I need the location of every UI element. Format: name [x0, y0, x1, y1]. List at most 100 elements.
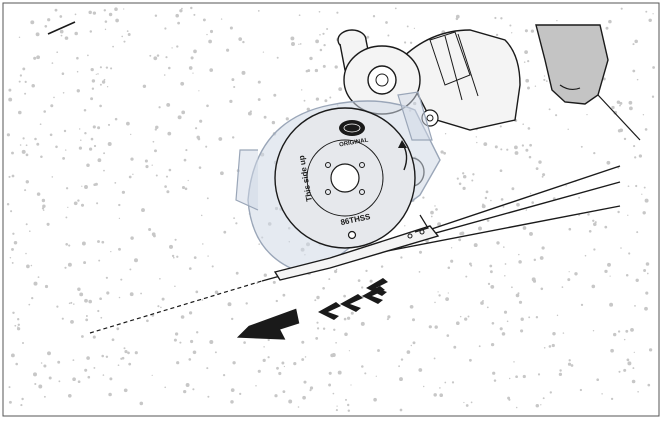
speckle-dot	[173, 338, 177, 342]
speckle-dot	[188, 267, 192, 270]
speckle-dot	[21, 341, 25, 345]
speckle-dot	[298, 43, 300, 45]
speckle-dot	[103, 9, 107, 12]
speckle-dot	[535, 403, 540, 408]
speckle-dot	[220, 18, 223, 20]
speckle-dot	[18, 80, 21, 83]
speckle-dot	[70, 320, 74, 324]
speckle-dot	[247, 111, 252, 116]
speckle-dot	[532, 279, 537, 283]
speckle-dot	[68, 244, 71, 247]
speckle-dot	[412, 318, 415, 322]
speckle-dot	[617, 129, 622, 133]
speckle-dot	[103, 152, 106, 155]
speckle-dot	[625, 329, 629, 333]
speckle-dot	[410, 344, 413, 347]
speckle-dot	[233, 217, 236, 220]
speckle-dot	[11, 261, 14, 264]
speckle-dot	[443, 151, 446, 155]
speckle-dot	[168, 168, 172, 172]
speckle-dot	[538, 160, 542, 164]
speckle-dot	[276, 56, 279, 59]
speckle-dot	[34, 382, 37, 386]
speckle-dot	[105, 276, 108, 279]
speckle-dot	[500, 17, 503, 20]
speckle-dot	[33, 56, 37, 60]
speckle-dot	[156, 54, 160, 57]
speckle-dot	[222, 373, 226, 377]
speckle-dot	[617, 210, 620, 214]
speckle-dot	[79, 292, 84, 297]
speckle-dot	[542, 397, 545, 400]
speckle-dot	[422, 385, 425, 388]
speckle-dot	[462, 174, 467, 179]
speckle-dot	[242, 40, 245, 44]
speckle-dot	[314, 68, 319, 73]
speckle-dot	[154, 128, 157, 131]
speckle-dot	[568, 271, 570, 273]
speckle-dot	[19, 74, 23, 77]
speckle-dot	[177, 115, 182, 120]
speckle-dot	[316, 321, 319, 324]
speckle-dot	[169, 244, 173, 249]
speckle-dot	[202, 18, 206, 22]
speckle-dot	[282, 390, 286, 394]
speckle-dot	[471, 179, 474, 182]
speckle-dot	[257, 80, 261, 84]
speckle-dot	[418, 250, 423, 254]
speckle-dot	[206, 367, 209, 370]
speckle-dot	[37, 276, 40, 278]
speckle-dot	[62, 156, 66, 160]
speckle-dot	[185, 383, 190, 387]
speckle-dot	[123, 388, 128, 393]
speckle-dot	[163, 74, 166, 76]
speckle-dot	[528, 155, 532, 159]
speckle-dot	[627, 185, 630, 188]
speckle-dot	[90, 67, 94, 72]
speckle-dot	[322, 64, 326, 68]
speckle-dot	[475, 136, 477, 138]
speckle-dot	[293, 361, 297, 366]
speckle-dot	[399, 408, 403, 412]
speckle-dot	[87, 54, 89, 57]
speckle-dot	[309, 389, 312, 392]
speckle-dot	[192, 72, 194, 74]
speckle-dot	[85, 315, 88, 317]
speckle-dot	[22, 137, 25, 140]
speckle-dot	[591, 284, 596, 289]
speckle-dot	[518, 253, 520, 256]
speckle-dot	[319, 48, 323, 52]
speckle-dot	[619, 104, 621, 107]
speckle-dot	[267, 356, 270, 359]
speckle-dot	[458, 182, 462, 186]
speckle-dot	[433, 357, 436, 360]
speckle-dot	[646, 272, 649, 275]
speckle-dot	[92, 335, 96, 339]
speckle-dot	[610, 348, 614, 353]
speckle-dot	[535, 167, 539, 171]
speckle-dot	[126, 121, 130, 126]
speckle-dot	[322, 286, 325, 290]
speckle-dot	[334, 65, 338, 69]
speckle-dot	[456, 177, 459, 180]
speckle-dot	[529, 231, 533, 236]
speckle-dot	[11, 247, 14, 251]
speckle-dot	[542, 173, 546, 177]
speckle-dot	[105, 66, 109, 69]
speckle-dot	[596, 378, 600, 382]
speckle-dot	[128, 362, 132, 366]
speckle-dot	[409, 41, 413, 44]
speckle-dot	[521, 144, 525, 147]
speckle-dot	[567, 128, 569, 131]
speckle-dot	[642, 211, 646, 215]
speckle-dot	[106, 291, 110, 295]
rotation-arrow-icon	[398, 140, 408, 171]
speckle-dot	[450, 259, 454, 263]
speckle-dot	[556, 19, 558, 22]
speckle-dot	[29, 230, 31, 232]
speckle-dot	[373, 397, 377, 402]
speckle-dot	[623, 137, 627, 141]
speckle-dot	[43, 110, 46, 113]
speckle-dot	[453, 345, 457, 349]
speckle-dot	[522, 123, 524, 125]
